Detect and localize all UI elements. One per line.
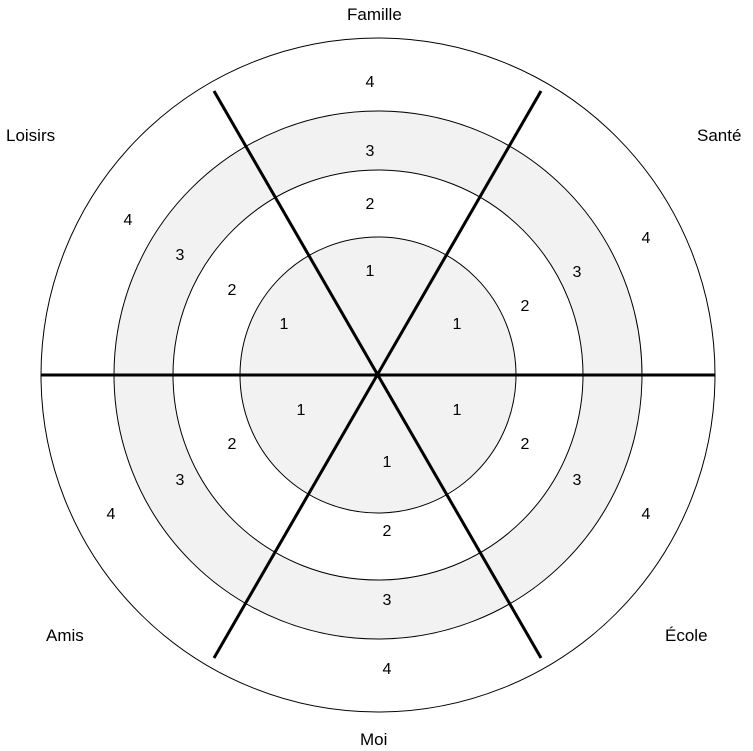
- sector-label-loisirs: Loisirs: [6, 126, 56, 145]
- sector-label-famille: Famille: [347, 5, 402, 24]
- ring-number-famille-3: 3: [366, 143, 375, 160]
- ring-number-ecole-2: 2: [521, 436, 530, 453]
- ring-number-sante-2: 2: [521, 298, 530, 315]
- ring-number-famille-4: 4: [366, 74, 375, 91]
- sector-label-amis: Amis: [46, 626, 84, 645]
- ring-number-amis-3: 3: [176, 472, 185, 489]
- ring-number-sante-3: 3: [573, 264, 582, 281]
- ring-number-famille-2: 2: [366, 196, 375, 213]
- ring-number-moi-3: 3: [383, 592, 392, 609]
- ring-number-amis-1: 1: [297, 402, 306, 419]
- ring-number-sante-4: 4: [642, 230, 651, 247]
- sector-label-moi: Moi: [360, 730, 388, 749]
- ring-number-loisirs-2: 2: [228, 282, 237, 299]
- divider-diagonal-b: [212, 90, 543, 659]
- ring-number-ecole-3: 3: [573, 472, 582, 489]
- ring-number-ecole-4: 4: [642, 506, 651, 523]
- ring-number-moi-1: 1: [383, 454, 392, 471]
- ring-number-ecole-1: 1: [453, 402, 462, 419]
- ring-number-moi-2: 2: [383, 523, 392, 540]
- sector-label-sante: Santé: [697, 126, 742, 145]
- ring-number-loisirs-1: 1: [280, 316, 289, 333]
- ring-number-amis-4: 4: [107, 506, 116, 523]
- ring-numbers: 1 2 3 4 1 2 3 4 1 2 3 4 1 2 3 4 1 2 3 4 1 2 3 4: [107, 74, 651, 678]
- ring-number-sante-1: 1: [453, 316, 462, 333]
- ring-number-moi-4: 4: [383, 661, 392, 678]
- ring-number-loisirs-4: 4: [124, 212, 133, 229]
- ring-number-loisirs-3: 3: [176, 247, 185, 264]
- sector-label-ecole: École: [665, 626, 708, 645]
- ring-number-amis-2: 2: [228, 436, 237, 453]
- ring-number-famille-1: 1: [366, 263, 375, 280]
